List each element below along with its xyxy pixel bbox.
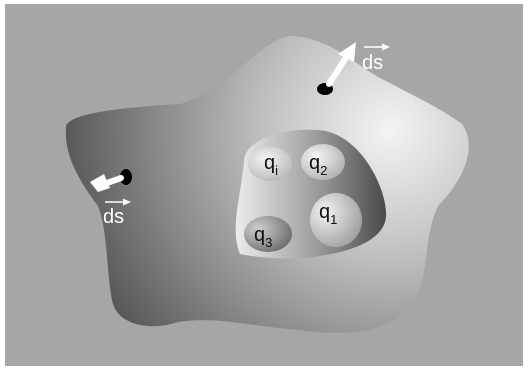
area-element-left bbox=[120, 169, 132, 185]
charge-q3-label: q3 bbox=[254, 224, 272, 250]
svg-text:ds: ds bbox=[103, 206, 124, 228]
charge-q3-blob bbox=[244, 216, 292, 252]
ds-label-left: ds bbox=[103, 198, 131, 228]
charge-qi-label: qi bbox=[264, 152, 278, 178]
charge-qi-blob bbox=[248, 147, 292, 181]
surface-normal-arrow-left bbox=[90, 174, 124, 192]
ds-label-top: ds bbox=[362, 43, 390, 74]
svg-text:ds: ds bbox=[362, 52, 383, 74]
charge-q2-label: q2 bbox=[309, 152, 327, 178]
surface-normal-arrow-top bbox=[326, 42, 356, 87]
charge-q1-blob bbox=[310, 193, 362, 247]
charge-q1-label: q1 bbox=[319, 201, 337, 227]
charge-q2-blob bbox=[301, 144, 345, 180]
